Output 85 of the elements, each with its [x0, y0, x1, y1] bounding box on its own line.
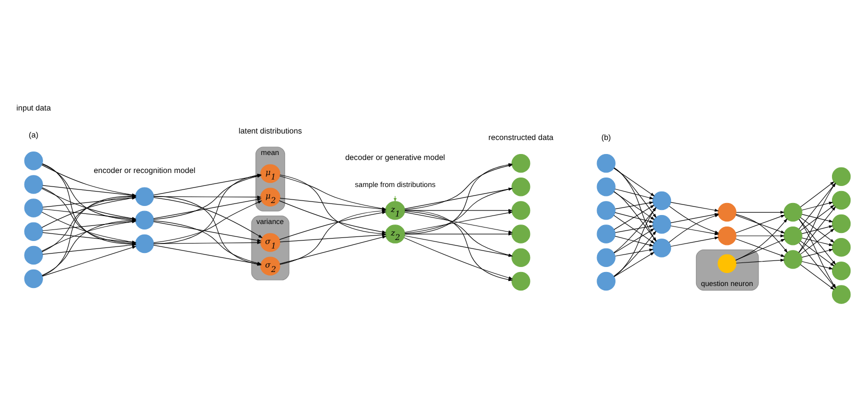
node-circle — [24, 268, 43, 288]
arrow — [614, 248, 654, 256]
arrow — [153, 195, 262, 198]
arrow — [670, 225, 719, 235]
node-circle — [512, 200, 530, 220]
node-circle — [596, 224, 616, 243]
arrow — [614, 204, 655, 230]
node-circle — [784, 226, 802, 245]
arrow — [798, 218, 836, 264]
arrow — [404, 232, 513, 236]
arrow — [614, 214, 655, 244]
node-circle — [718, 254, 736, 273]
arrow — [800, 216, 834, 242]
arrow — [802, 224, 834, 234]
arrow — [800, 228, 834, 254]
node-circle — [596, 177, 616, 196]
node-circle — [135, 210, 154, 230]
arrow — [614, 188, 654, 199]
node-circle — [718, 226, 736, 245]
arrow — [404, 209, 513, 281]
arrow — [153, 197, 262, 218]
node-circle — [512, 248, 530, 266]
arrow — [798, 182, 836, 229]
arrow — [798, 218, 836, 288]
node-circle — [24, 151, 43, 170]
arrow — [735, 238, 786, 260]
arrow — [614, 212, 654, 222]
node-circle — [596, 248, 616, 266]
arrow — [404, 208, 513, 212]
arrow — [404, 236, 513, 279]
arrow — [614, 200, 654, 209]
arrow — [614, 224, 654, 232]
node-circle — [24, 222, 43, 240]
arrow — [798, 242, 836, 288]
arrow — [614, 235, 654, 246]
arrow — [736, 258, 785, 263]
node-circle — [832, 237, 851, 256]
node-circle — [24, 198, 43, 217]
node-circle — [652, 238, 672, 257]
arrow — [736, 234, 785, 237]
node-circle — [135, 234, 154, 253]
arrow — [736, 238, 786, 256]
arrow — [153, 240, 262, 244]
arrow — [798, 182, 836, 252]
arrow — [735, 218, 788, 260]
node-circle — [24, 245, 43, 264]
arrow — [802, 248, 834, 258]
node-circle — [135, 186, 154, 206]
node-circle — [832, 166, 851, 186]
node-circle — [596, 153, 616, 172]
arrow — [279, 235, 387, 264]
node-circle — [512, 153, 530, 172]
arrow — [614, 252, 655, 277]
node-circle — [832, 214, 851, 233]
arrow — [614, 167, 655, 196]
arrow — [800, 204, 834, 230]
node-circle — [596, 271, 616, 290]
node-circle — [718, 202, 736, 222]
arrow — [736, 213, 788, 252]
arrow — [802, 260, 834, 270]
arrow — [800, 180, 834, 207]
arrow — [736, 210, 785, 214]
arrow — [404, 210, 513, 256]
arrow — [614, 191, 655, 220]
node-circle — [596, 200, 616, 220]
arrow — [614, 228, 655, 253]
arrow — [736, 214, 786, 233]
arrow — [800, 240, 834, 266]
arrow — [800, 264, 834, 290]
arrow — [802, 237, 834, 246]
node-circle — [784, 250, 802, 268]
arrow — [798, 206, 836, 252]
arrow — [42, 246, 136, 276]
node-circle — [512, 271, 530, 290]
arrow — [670, 236, 719, 246]
node-circle — [24, 174, 43, 194]
arrow — [802, 201, 834, 210]
arrow — [153, 220, 262, 242]
node-circle — [512, 177, 530, 196]
arrow — [404, 187, 513, 234]
arrow — [404, 234, 513, 256]
arrow — [670, 202, 719, 212]
arrow — [802, 214, 834, 222]
arrow — [404, 187, 513, 209]
node-circle — [512, 224, 530, 243]
